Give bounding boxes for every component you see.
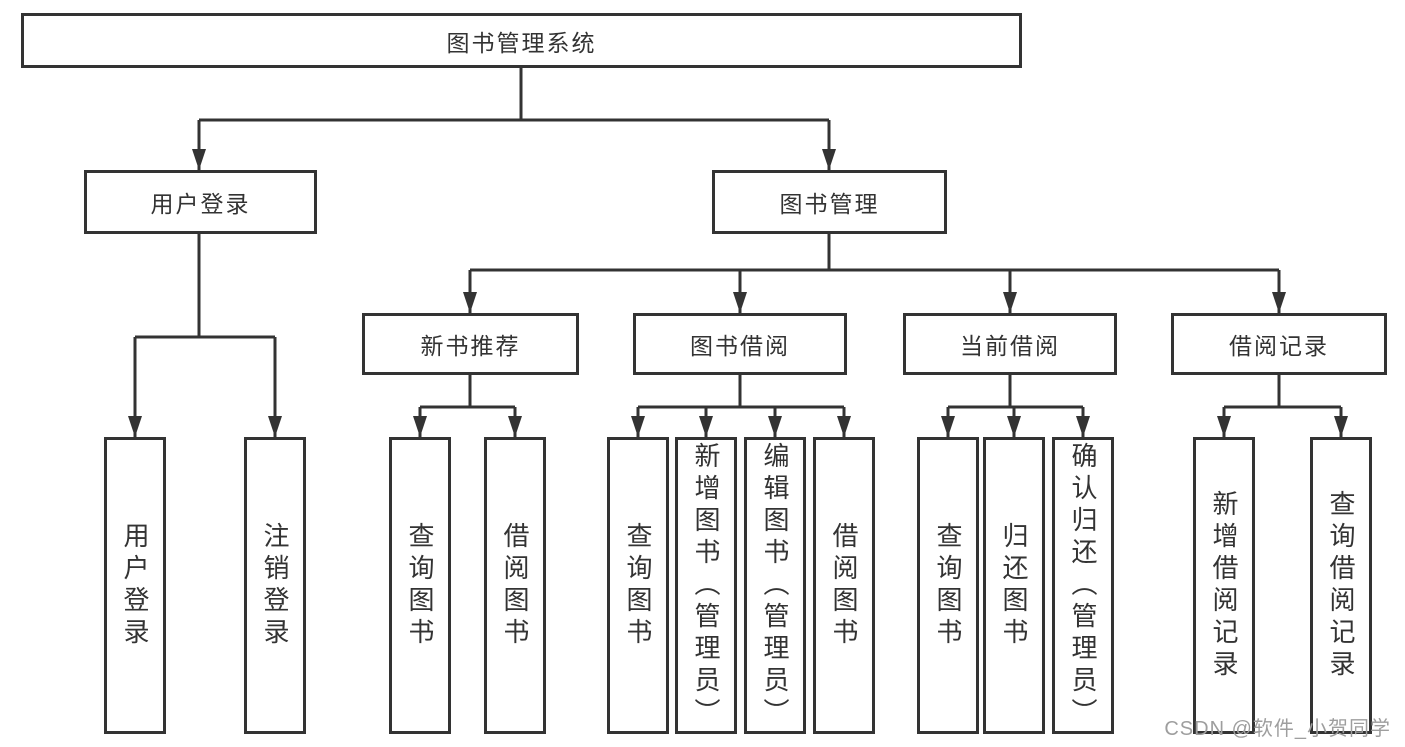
node-leaf-add-books-admin: 新增图书（管理员）: [675, 437, 737, 734]
arrowhead-icon: [463, 292, 477, 313]
node-leaf-return-books: 归还图书: [983, 437, 1045, 734]
arrowhead-icon: [1003, 292, 1017, 313]
arrowhead-icon: [1076, 416, 1090, 437]
connector-book-management-children: [468, 234, 1281, 313]
arrowhead-icon: [1334, 416, 1348, 437]
node-leaf-query-books-2: 查询图书: [607, 437, 669, 734]
node-user-login: 用户登录: [84, 170, 317, 234]
node-leaf-query-borrow-record: 查询借阅记录: [1310, 437, 1372, 734]
arrowhead-icon: [631, 416, 645, 437]
node-book-borrow: 图书借阅: [633, 313, 847, 375]
node-leaf-add-borrow-record: 新增借阅记录: [1193, 437, 1255, 734]
arrowhead-icon: [1272, 292, 1286, 313]
arrowhead-icon: [822, 149, 836, 170]
arrowhead-icon: [508, 416, 522, 437]
arrowhead-icon: [733, 292, 747, 313]
arrowhead-icon: [768, 416, 782, 437]
csdn-watermark: CSDN @软件_小贺同学: [1164, 718, 1391, 740]
connector-new-book-recommend-children: [418, 375, 517, 437]
node-library-system: 图书管理系统: [21, 13, 1022, 68]
node-new-book-recommend: 新书推荐: [362, 313, 579, 375]
node-leaf-query-books: 查询图书: [389, 437, 451, 734]
arrowheads: [128, 149, 1348, 437]
arrowhead-icon: [413, 416, 427, 437]
arrowhead-icon: [268, 416, 282, 437]
node-leaf-borrow-books-2: 借阅图书: [813, 437, 875, 734]
connector-user-login-children: [133, 234, 277, 437]
node-leaf-logout: 注销登录: [244, 437, 306, 734]
connector-book-borrow-children: [636, 375, 846, 437]
arrowhead-icon: [1007, 416, 1021, 437]
node-leaf-borrow-books: 借阅图书: [484, 437, 546, 734]
arrowhead-icon: [837, 416, 851, 437]
node-leaf-confirm-return-admin: 确认归还（管理员）: [1052, 437, 1114, 734]
arrowhead-icon: [699, 416, 713, 437]
connector-root-to-level2: [197, 68, 831, 170]
node-current-borrow: 当前借阅: [903, 313, 1117, 375]
node-leaf-user-login: 用户登录: [104, 437, 166, 734]
arrowhead-icon: [941, 416, 955, 437]
connector-borrow-records-children: [1222, 375, 1343, 437]
node-leaf-query-books-3: 查询图书: [917, 437, 979, 734]
arrowhead-icon: [128, 416, 142, 437]
node-book-management: 图书管理: [712, 170, 947, 234]
node-leaf-edit-books-admin: 编辑图书（管理员）: [744, 437, 806, 734]
arrowhead-icon: [192, 149, 206, 170]
arrowhead-icon: [1217, 416, 1231, 437]
node-borrow-records: 借阅记录: [1171, 313, 1387, 375]
